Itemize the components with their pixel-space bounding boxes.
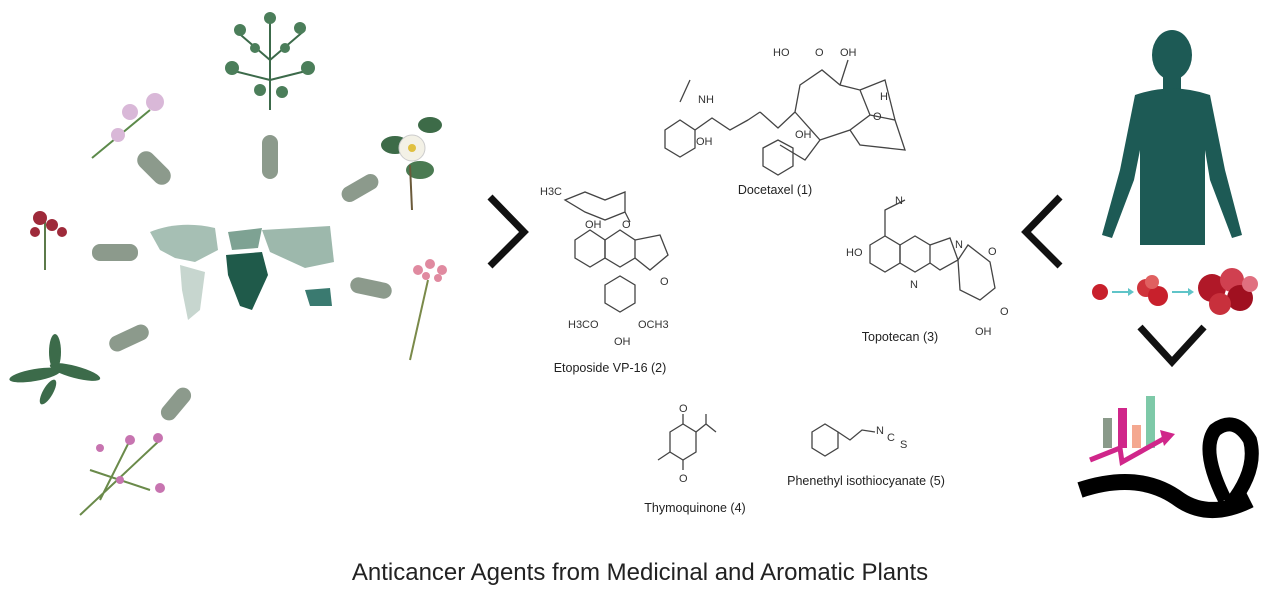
atom-label: H xyxy=(880,91,888,103)
compound-label-thymoquinone: Thymoquinone (4) xyxy=(644,501,745,515)
atom-label: O xyxy=(873,111,882,123)
connector-dashes xyxy=(92,135,392,421)
plant-thyme-top xyxy=(225,12,315,110)
plant-pink-umbel xyxy=(409,259,447,361)
tumor-growth-icon xyxy=(1092,268,1258,315)
atom-label: O xyxy=(622,219,631,231)
structure-topotecan: N HO N N O OH O Topotecan (3) xyxy=(846,195,1009,344)
structure-etoposide: H3C OH O H3CO OCH3 OH O Etoposide VP-16 … xyxy=(540,186,669,375)
chevron-left-icon xyxy=(1021,194,1063,269)
atom-label: H3CO xyxy=(568,319,599,331)
atom-label: OH xyxy=(975,326,992,338)
compound-label-topotecan: Topotecan (3) xyxy=(862,330,938,344)
atom-label: C xyxy=(887,432,895,444)
human-silhouette-icon xyxy=(1102,30,1242,245)
plant-flower-pink-top-left xyxy=(91,93,164,159)
structure-phenethyl-isothiocyanate: N C S Phenethyl isothiocyanate (5) xyxy=(787,423,945,488)
atom-label: O xyxy=(988,246,997,258)
plant-thyme-pink-bottom xyxy=(79,433,165,516)
chevron-right-icon xyxy=(487,194,529,269)
structure-thymoquinone: O O Thymoquinone (4) xyxy=(644,403,745,515)
plant-red-berries xyxy=(30,211,67,270)
compound-label-docetaxel: Docetaxel (1) xyxy=(738,183,812,197)
atom-label: OH xyxy=(696,136,713,148)
atom-label: OH xyxy=(795,129,812,141)
atom-label: NH xyxy=(698,94,714,106)
figure-title: Anticancer Agents from Medicinal and Aro… xyxy=(352,559,928,586)
atom-label: OH xyxy=(585,219,602,231)
atom-label: HO xyxy=(846,247,863,259)
atom-label: OCH3 xyxy=(638,319,669,331)
structure-docetaxel: NH OH HO O OH OH H O Docetaxel (1) xyxy=(664,47,906,197)
atom-label: O xyxy=(679,473,688,485)
cancer-ribbon-icon xyxy=(1077,417,1259,518)
plant-camellia xyxy=(381,117,442,211)
atom-label: S xyxy=(900,439,907,451)
plant-green-leaves xyxy=(9,334,101,405)
atom-label: O xyxy=(660,276,669,288)
atom-label: OH xyxy=(840,47,857,59)
compound-label-etoposide: Etoposide VP-16 (2) xyxy=(554,361,667,375)
atom-label: O xyxy=(1000,306,1009,318)
atom-label: N xyxy=(876,425,884,437)
world-map xyxy=(150,224,334,320)
atom-label: N xyxy=(955,239,963,251)
atom-label: O xyxy=(815,47,824,59)
atom-label: OH xyxy=(614,336,631,348)
atom-label: N xyxy=(910,279,918,291)
atom-label: HO xyxy=(773,47,790,59)
atom-label: H3C xyxy=(540,186,562,198)
atom-label: N xyxy=(895,195,903,207)
atom-label: O xyxy=(679,403,688,415)
bar-chart-icon xyxy=(1089,396,1175,466)
chevron-down-icon xyxy=(1137,324,1207,368)
compound-label-phenethyl-isothiocyanate: Phenethyl isothiocyanate (5) xyxy=(787,474,945,488)
